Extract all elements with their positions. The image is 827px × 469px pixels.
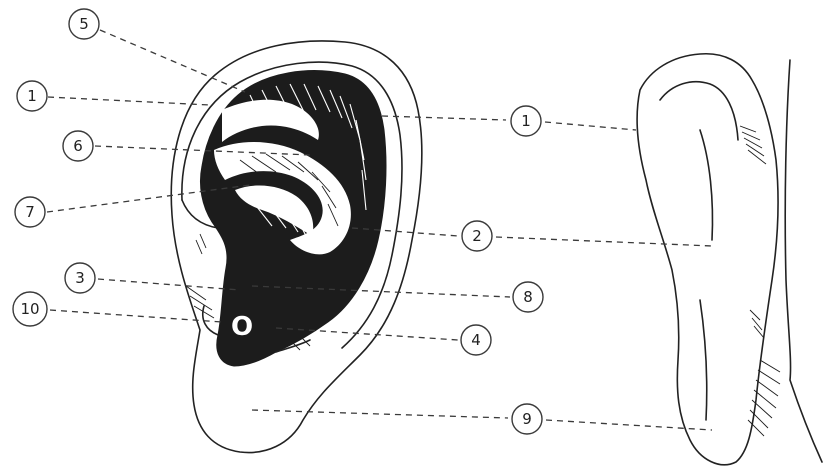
leader-1-right-a bbox=[382, 116, 506, 120]
leader-1-right-b bbox=[545, 122, 636, 130]
leader-9-b bbox=[546, 420, 712, 430]
label-2: 2 bbox=[462, 221, 492, 251]
label-10: 10 bbox=[13, 292, 47, 326]
side-ear-outline bbox=[637, 54, 778, 465]
label-1-left: 1 bbox=[17, 81, 47, 111]
svg-text:9: 9 bbox=[522, 410, 532, 428]
label-5: 5 bbox=[69, 9, 99, 39]
leader-1-left bbox=[48, 97, 210, 105]
side-antihelix bbox=[700, 130, 713, 240]
svg-text:2: 2 bbox=[472, 227, 482, 245]
head-contour bbox=[785, 60, 822, 462]
label-1-right: 1 bbox=[511, 106, 541, 136]
side-view-ear bbox=[637, 54, 822, 465]
leader-9-a bbox=[252, 410, 508, 418]
svg-text:10: 10 bbox=[20, 300, 39, 318]
label-8: 8 bbox=[513, 282, 543, 312]
meatus-mark: O bbox=[231, 312, 253, 342]
label-3: 3 bbox=[65, 263, 95, 293]
leader-3 bbox=[98, 279, 240, 290]
side-shading bbox=[740, 126, 780, 436]
leader-5 bbox=[100, 30, 245, 92]
svg-text:1: 1 bbox=[27, 87, 37, 105]
svg-text:7: 7 bbox=[25, 203, 35, 221]
label-6: 6 bbox=[63, 131, 93, 161]
leader-lines bbox=[47, 30, 712, 430]
svg-text:8: 8 bbox=[523, 288, 533, 306]
leader-10 bbox=[50, 310, 222, 322]
svg-text:3: 3 bbox=[75, 269, 85, 287]
label-4: 4 bbox=[461, 325, 491, 355]
front-view-ear: O bbox=[171, 41, 422, 453]
side-lobule-line bbox=[700, 300, 707, 420]
svg-text:5: 5 bbox=[79, 15, 89, 33]
label-7: 7 bbox=[15, 197, 45, 227]
leader-2-b bbox=[496, 237, 712, 246]
svg-text:4: 4 bbox=[471, 331, 481, 349]
label-9: 9 bbox=[512, 404, 542, 434]
side-helix-fold bbox=[660, 82, 738, 140]
svg-text:1: 1 bbox=[521, 112, 531, 130]
svg-text:6: 6 bbox=[73, 137, 83, 155]
